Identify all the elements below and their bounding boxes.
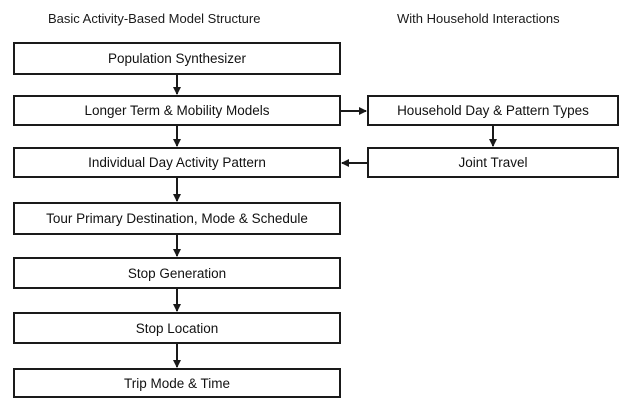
household-day-pattern-types-box: Household Day & Pattern Types bbox=[367, 95, 619, 126]
main-structure-heading: Basic Activity-Based Model Structure bbox=[48, 11, 261, 26]
tour-primary-destination-box: Tour Primary Destination, Mode & Schedul… bbox=[13, 202, 341, 235]
trip-mode-time-box: Trip Mode & Time bbox=[13, 368, 341, 398]
longer-term-mobility-models-box: Longer Term & Mobility Models bbox=[13, 95, 341, 126]
stop-generation-box: Stop Generation bbox=[13, 257, 341, 289]
joint-travel-box: Joint Travel bbox=[367, 147, 619, 178]
household-interactions-heading: With Household Interactions bbox=[397, 11, 560, 26]
individual-day-activity-pattern-box: Individual Day Activity Pattern bbox=[13, 147, 341, 178]
stop-location-box: Stop Location bbox=[13, 312, 341, 344]
population-synthesizer-box: Population Synthesizer bbox=[13, 42, 341, 75]
